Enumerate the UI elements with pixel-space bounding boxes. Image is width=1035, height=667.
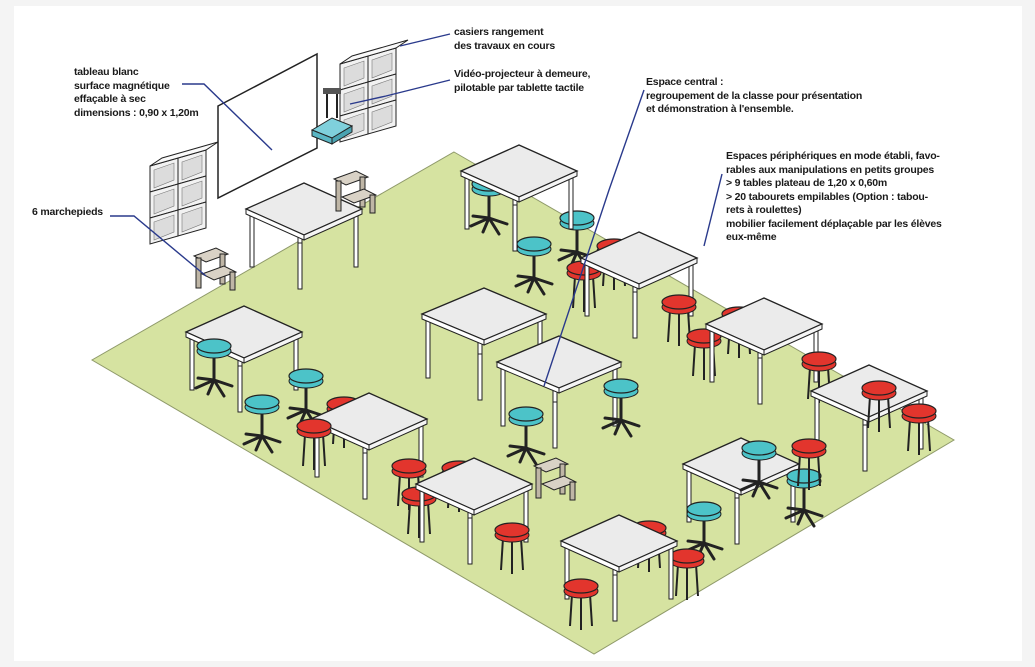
table-central [420, 287, 548, 401]
table-central [495, 335, 623, 449]
leader-projecteur [349, 79, 451, 105]
leader-espaces-peripheriques [703, 173, 723, 247]
table [459, 144, 579, 252]
label-marchepieds: 6 marchepieds [32, 206, 103, 218]
stool-cyan [514, 236, 554, 296]
storage-cabinet-left [149, 141, 219, 245]
stool-cyan [601, 378, 641, 438]
step-stool [532, 457, 578, 501]
whiteboard [217, 52, 318, 200]
stool-red [861, 380, 897, 432]
storage-cabinet-right [339, 39, 409, 143]
table [559, 514, 679, 622]
stool-red [494, 522, 530, 574]
stool-cyan [242, 394, 282, 454]
stool-cyan [684, 501, 724, 561]
stool-cyan [739, 440, 779, 500]
table [579, 231, 699, 339]
stool-red [563, 578, 599, 630]
leader-espace-central [543, 89, 645, 387]
stool-red [669, 548, 705, 600]
video-projector [310, 88, 354, 145]
label-espace-central: Espace central : regroupement de la clas… [646, 76, 863, 115]
stool-cyan [557, 210, 597, 270]
label-videoprojecteur: Vidéo-projecteur à demeure, pilotable pa… [454, 68, 591, 94]
leader-casiers [399, 33, 451, 47]
label-tableau-blanc: tableau blanc surface magnétique effaçab… [74, 66, 199, 119]
classroom-layout-illustration [91, 33, 955, 655]
stool-red [391, 458, 427, 510]
leader-tableau [182, 83, 273, 151]
stool-red [296, 418, 332, 470]
step-stool [192, 247, 238, 291]
stool-cyan [506, 406, 546, 466]
table [414, 457, 534, 565]
label-casiers: casiers rangement des travaux en cours [454, 26, 556, 52]
diagram-frame: tableau blanc surface magnétique effaçab… [14, 6, 1022, 661]
label-espaces-peripheriques: Espaces périphériques en mode établi, fa… [726, 150, 942, 243]
table [704, 297, 824, 405]
table-teacher [244, 182, 364, 290]
stool-cyan [784, 468, 824, 528]
step-stool [332, 170, 378, 214]
stool-red [661, 294, 697, 346]
stool-cyan [194, 338, 234, 398]
stool-red [791, 438, 827, 490]
leader-marchepieds [110, 215, 207, 277]
stool-red [901, 403, 937, 455]
